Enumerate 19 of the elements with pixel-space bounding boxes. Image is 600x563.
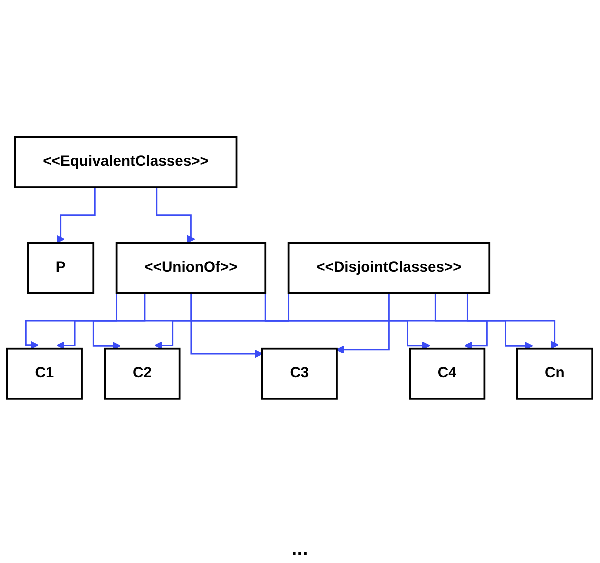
node-box: C3: [261, 348, 338, 400]
arrow: [466, 293, 559, 350]
node-box: Cn: [516, 348, 594, 400]
node-box: <<UnionOf>>: [116, 242, 267, 294]
arrow: [26, 292, 118, 350]
arrow: [56, 187, 96, 244]
node-box: <<EquivalentClasses>>: [14, 136, 238, 188]
node-box: P: [27, 242, 95, 294]
arrow: [154, 292, 290, 350]
ellipsis-text: ...: [292, 538, 308, 560]
arrow: [434, 293, 488, 350]
node-box: C2: [104, 348, 181, 400]
node-box: C4: [409, 348, 486, 400]
arrow: [336, 293, 390, 354]
arrow: [190, 293, 264, 358]
arrow: [156, 187, 196, 244]
arrow: [92, 293, 146, 350]
node-box: <<DisjointClasses>>: [288, 242, 491, 294]
node-box: C1: [6, 348, 83, 400]
